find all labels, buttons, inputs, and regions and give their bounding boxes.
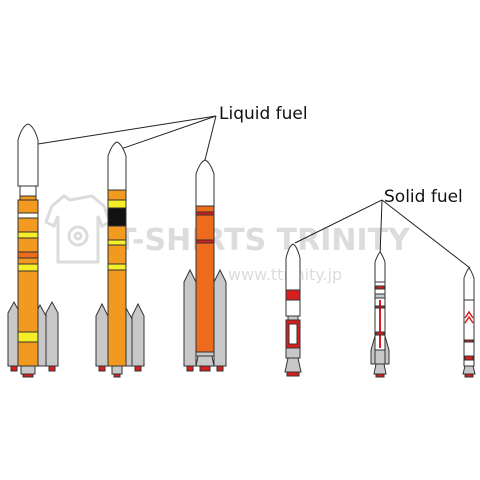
watermark-logo-icon [44, 194, 112, 264]
watermark: T-SHIRTS TRINITY www.ttrinity.jp [44, 194, 411, 284]
rocket-h2b [7, 123, 59, 378]
watermark-url: www.ttrinity.jp [228, 265, 342, 284]
solid-fuel-label: Solid fuel [384, 187, 463, 207]
liquid-fuel-label: Liquid fuel [219, 104, 308, 124]
leader-line-solid-1 [294, 199, 383, 244]
leader-line-solid-3 [381, 199, 471, 269]
leader-line-liquid-1 [37, 115, 217, 145]
rocket-epsilon-s [462, 267, 476, 378]
rocket-mv [284, 243, 302, 377]
leader-line-solid-2 [379, 199, 383, 258]
rocket-epsilon [370, 251, 390, 378]
leader-line-liquid-3 [204, 115, 217, 161]
leader-line-liquid-2 [117, 115, 217, 151]
rocket-h3 [183, 159, 227, 372]
rocket-h2a [95, 141, 145, 378]
leader-lines [37, 115, 471, 269]
watermark-brand: T-SHIRTS TRINITY [116, 223, 411, 258]
